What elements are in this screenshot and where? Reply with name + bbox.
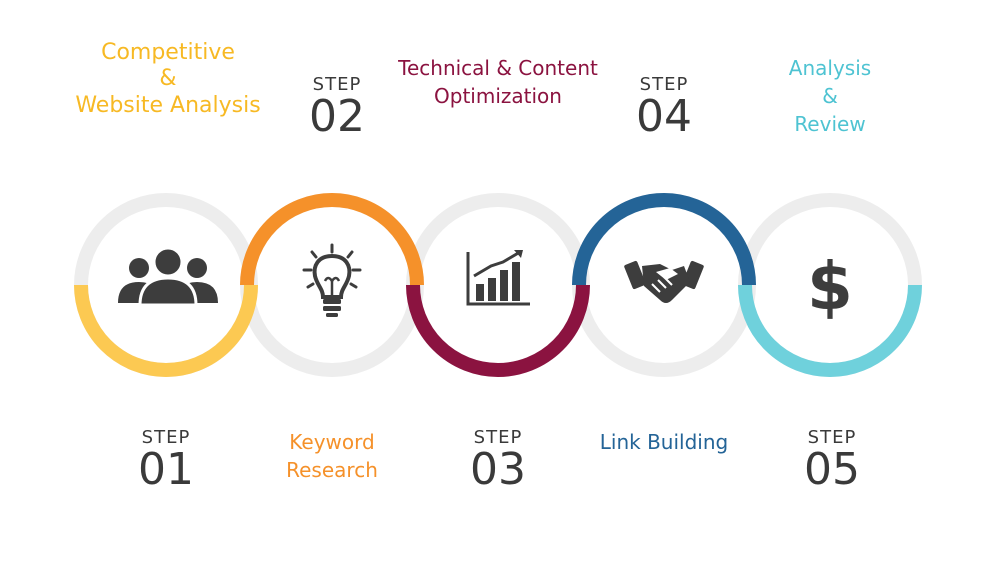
dollar-icon: $ xyxy=(807,248,853,325)
step-05-word: STEP xyxy=(807,427,857,448)
step-04-digits: 04 xyxy=(636,91,692,142)
step-05-label-line-2: & xyxy=(822,84,838,108)
step-01-label-line-2: & xyxy=(159,66,177,92)
step-01-number: STEP 01 xyxy=(116,428,216,492)
growth-chart-icon xyxy=(466,250,530,306)
handshake-icon xyxy=(624,260,704,303)
step-01-label-line-1: Competitive xyxy=(101,40,235,65)
step-02-digits: 02 xyxy=(309,91,365,142)
ring-arc-step-05 xyxy=(738,284,922,377)
step-05-label-line-1: Analysis xyxy=(788,56,872,80)
team-icon xyxy=(118,246,218,307)
ring-arc-step-04 xyxy=(572,193,756,286)
step-04-label-line-1: Link Building xyxy=(599,430,729,454)
ring-arc-step-03 xyxy=(406,284,590,377)
step-04-word: STEP xyxy=(639,74,689,95)
step-03-label: Technical & Content Optimization xyxy=(378,54,618,110)
step-02-label-line-2: Research xyxy=(286,458,378,482)
step-05-digits: 05 xyxy=(804,444,860,495)
step-02-label: Keyword Research xyxy=(262,428,402,484)
step-05-number: STEP 05 xyxy=(782,428,882,492)
step-04-label: Link Building xyxy=(584,428,744,456)
step-04-number: STEP 04 xyxy=(614,75,714,139)
step-03-digits: 03 xyxy=(470,444,526,495)
step-05-label-line-3: Review xyxy=(794,112,866,136)
step-05-label: Analysis & Review xyxy=(760,54,900,138)
lightbulb-icon xyxy=(302,243,362,317)
step-03-label-line-1: Technical & Content xyxy=(398,56,598,80)
step-03-number: STEP 03 xyxy=(448,428,548,492)
step-02-number: STEP 02 xyxy=(287,75,387,139)
step-02-word: STEP xyxy=(312,74,362,95)
step-03-word: STEP xyxy=(473,427,523,448)
step-03-label-line-2: Optimization xyxy=(434,84,562,108)
step-01-label-line-3: Website Analysis xyxy=(75,92,261,118)
step-01-label: Competitive & Website Analysis xyxy=(48,40,288,119)
step-01-word: STEP xyxy=(141,427,191,448)
ring-arc-step-01 xyxy=(74,284,258,377)
ring-arc-step-02 xyxy=(240,193,424,286)
step-02-label-line-1: Keyword xyxy=(289,430,375,454)
step-01-digits: 01 xyxy=(138,444,194,495)
